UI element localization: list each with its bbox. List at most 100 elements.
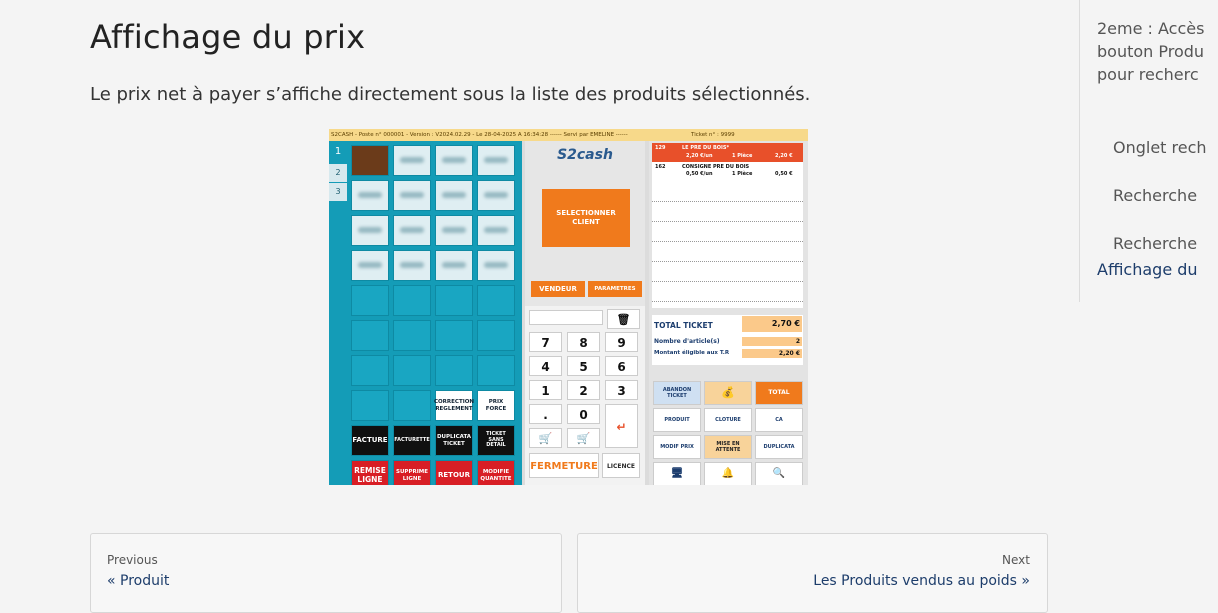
supprime-ligne-button[interactable]: SUPPRIME LIGNE [393,460,431,485]
duplicata-button[interactable]: DUPLICATA [755,435,803,459]
toc-intro-line: pour recherc [1097,65,1199,84]
toc-link[interactable]: Onglet rech [1113,138,1207,157]
product-button[interactable] [435,215,473,246]
key-dot[interactable]: . [529,404,562,424]
empty-slot [393,320,431,351]
table-of-contents: 2eme : Accès bouton Produ pour recherc O… [1079,0,1218,302]
product-button[interactable] [351,250,389,281]
key-2[interactable]: 2 [567,380,600,400]
product-button[interactable] [435,250,473,281]
next-page-card[interactable]: Next Les Produits vendus au poids » [577,533,1048,613]
trash-icon[interactable]: 🗑 [607,309,640,329]
remise-ligne-button[interactable]: REMISE LIGNE [351,460,389,485]
ticket-sans-detail-button[interactable]: TICKET SANS DETAIL [477,425,515,456]
key-3[interactable]: 3 [605,380,638,400]
key-8[interactable]: 8 [567,332,600,352]
toc-link[interactable]: Recherche [1113,186,1198,205]
ticket-separator [652,221,803,222]
toc-link-active[interactable]: Affichage du [1097,260,1198,279]
key-0[interactable]: 0 [567,404,600,424]
select-client-button[interactable]: SELECTIONNER CLIENT [542,189,630,247]
cash-register-icon[interactable]: 💰 [704,381,752,405]
product-button[interactable] [393,145,431,176]
numpad-display [529,310,603,325]
ticket-line[interactable]: 162 CONSIGNE PRE DU BOIS 0,50 €/un 1 Piè… [652,163,803,181]
cart-add-icon[interactable]: 🛒 [567,428,600,448]
empty-slot [393,285,431,316]
line-total: 2,20 € [775,153,793,159]
duplicata-ticket-button[interactable]: DUPLICATA TICKET [435,425,473,456]
previous-link[interactable]: « Produit [107,573,170,589]
key-9[interactable]: 9 [605,332,638,352]
licence-button[interactable]: LICENCE [602,453,640,478]
key-5[interactable]: 5 [567,356,600,376]
toc-intro-line: bouton Produ [1097,42,1205,61]
cloche-icon[interactable]: 🔔 [704,462,752,485]
line-code: 129 [655,145,666,151]
previous-page-card[interactable]: Previous « Produit [90,533,562,613]
produit-button[interactable]: PRODUIT [653,408,701,432]
modifie-quantite-button[interactable]: MODIFIE QUANTITE [477,460,515,485]
key-6[interactable]: 6 [605,356,638,376]
product-button[interactable] [393,215,431,246]
product-button[interactable] [393,250,431,281]
product-button[interactable] [351,145,389,176]
pos-tab-3[interactable]: 3 [329,183,347,201]
vendeur-button[interactable]: VENDEUR [531,281,585,297]
empty-slot [351,320,389,351]
search-icon[interactable]: 🔍 [755,462,803,485]
line-code: 162 [655,164,666,170]
numpad: 🗑 7 8 9 4 5 6 1 2 3 . 0 ↵ 🛒 🛒 FERMETURE … [525,306,645,485]
computer-icon[interactable]: 🖥 [653,462,701,485]
product-button[interactable] [477,180,515,211]
enter-icon[interactable]: ↵ [605,404,638,448]
product-button[interactable] [435,180,473,211]
toc-link[interactable]: Recherche [1113,234,1198,253]
tr-label: Montant éligible aux T.R [654,350,730,356]
ticket-separator [652,261,803,262]
product-button[interactable] [477,215,515,246]
product-button[interactable] [477,145,515,176]
empty-slot [477,355,515,386]
facturette-button[interactable]: FACTURETTE [393,425,431,456]
pos-tab-1[interactable]: 1 [329,141,347,163]
page-title: Affichage du prix [90,18,366,56]
ticket-line[interactable]: 129 LE PRE DU BOIS* 2,20 €/un 1 Pièce 2,… [652,143,803,162]
correction-reglement-button[interactable]: CORRECTION REGLEMENT [434,390,474,421]
ticket-separator [652,281,803,282]
product-button[interactable] [351,215,389,246]
pos-tab-2[interactable]: 2 [329,164,347,182]
article-lead: Le prix net à payer s’affiche directemen… [90,84,811,105]
pos-product-panel: 1 2 3 [329,141,522,485]
empty-slot [477,285,515,316]
total-ticket-label: TOTAL TICKET [654,321,713,330]
next-label: Next [1002,553,1030,567]
key-1[interactable]: 1 [529,380,562,400]
total-button[interactable]: TOTAL [755,381,803,405]
fermeture-button[interactable]: FERMETURE [529,453,599,478]
facture-button[interactable]: FACTURE [351,425,389,456]
product-button[interactable] [393,180,431,211]
line-unit: 2,20 €/un [686,153,713,159]
parametres-button[interactable]: PARAMETRES [588,281,642,297]
prix-force-button[interactable]: PRIX FORCE [477,390,515,421]
key-7[interactable]: 7 [529,332,562,352]
retour-button[interactable]: RETOUR [435,460,473,485]
cloture-button[interactable]: CLOTURE [704,408,752,432]
articles-label: Nombre d'article(s) [654,338,720,345]
key-4[interactable]: 4 [529,356,562,376]
ticket-separator [652,241,803,242]
cart-icon[interactable]: 🛒 [529,428,562,448]
ticket-separator [652,201,803,202]
next-link[interactable]: Les Produits vendus au poids » [813,573,1030,589]
ticket-totals: TOTAL TICKET 2,70 € Nombre d'article(s) … [652,315,803,365]
product-button[interactable] [477,250,515,281]
product-button[interactable] [351,180,389,211]
mise-en-attente-button[interactable]: MISE EN ATTENTE [704,435,752,459]
line-unit: 0,50 €/un [686,171,713,177]
modif-prix-button[interactable]: MODIF PRIX [653,435,701,459]
product-button[interactable] [435,145,473,176]
abandon-ticket-button[interactable]: ABANDON TICKET [653,381,701,405]
ticket-separator [652,301,803,302]
ca-button[interactable]: CA [755,408,803,432]
